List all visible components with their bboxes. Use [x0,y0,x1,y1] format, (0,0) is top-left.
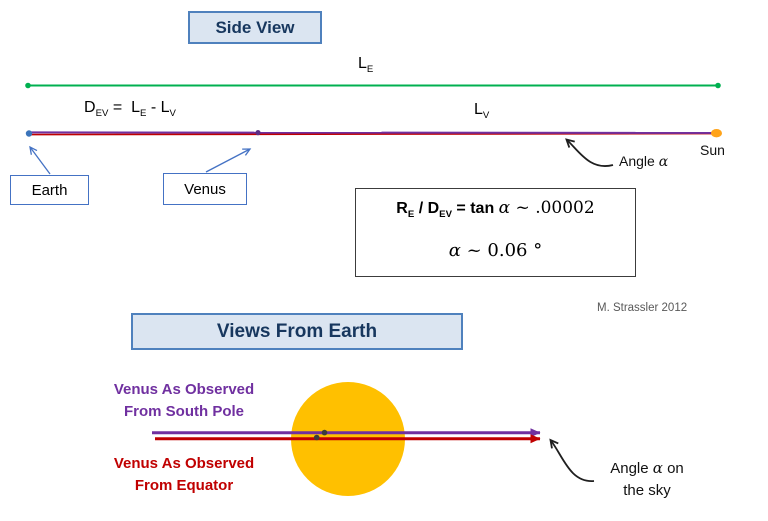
lv-label: LV [474,101,490,122]
earth-callout-arrow [29,145,51,175]
views-from-earth-title: Views From Earth [131,313,463,350]
venus-transit-dot-south [321,429,328,436]
earth-venus-sun-line-purple [28,131,713,134]
formula-line1: RE / DEV = tan α ~ .00002 [396,198,595,221]
equator-label: Venus As Observed From Equator [113,455,255,494]
alpha-symbol: α [652,459,663,477]
angle-sky-arrow [549,438,595,482]
distance-line-left-endpoint [25,82,31,89]
le-label: LE [358,55,374,76]
dev-formula: DEV = LE - LV [84,99,176,120]
venus-dot [255,130,261,136]
sun-dot [711,129,722,138]
formula-line2: α ~ 0.06 ° [448,240,543,262]
south-pole-label: Venus As Observed From South Pole [113,381,255,420]
alpha-symbol: α [658,154,669,170]
venus-label: Venus [184,180,226,198]
distance-line-right-endpoint [715,82,721,89]
earth-dot [25,130,33,137]
alpha-symbol: α [448,240,461,262]
alpha-symbol: α [498,198,511,218]
side-view-title-label: Side View [215,17,295,37]
angle-sky-label: Angle α on the sky [610,459,684,499]
formula-box: RE / DEV = tan α ~ .00002 α ~ 0.06 ° [355,188,636,277]
views-from-earth-title-label: Views From Earth [216,320,378,342]
earth-callout-box: Earth [10,175,89,205]
angle-alpha-arrow [565,138,614,167]
angle-alpha-label: Angle α [619,153,669,170]
venus-callout-box: Venus [163,173,247,205]
venus-callout-arrow [205,148,252,173]
venus-transit-dot-equator [313,434,320,441]
credit-text: M. Strassler 2012 [597,302,688,314]
sun-label: Sun [700,142,725,158]
earth-label: Earth [31,181,68,199]
side-view-title: Side View [188,11,322,44]
